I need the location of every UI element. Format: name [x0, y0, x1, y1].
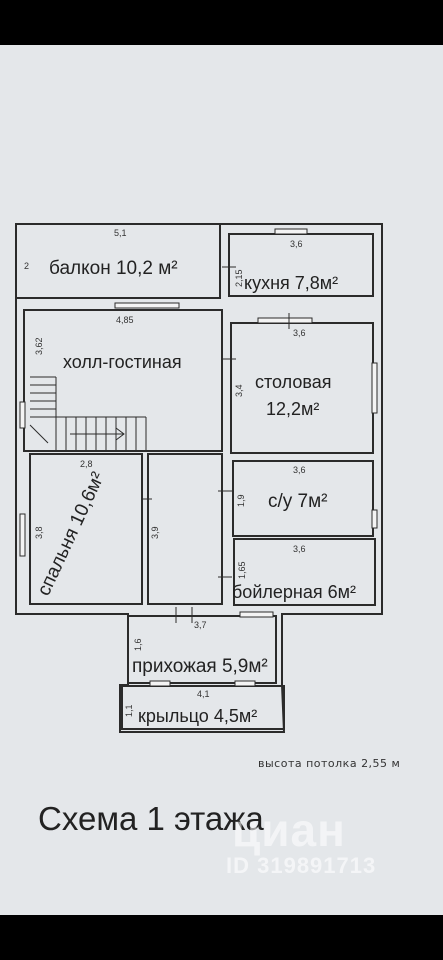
bedroom-room: [29, 453, 143, 605]
floor-plan-drawing: балкон 10,2 м² кухня 7,8м² холл-гостиная…: [15, 223, 383, 733]
dim-entry-width: 3,7: [194, 620, 207, 630]
dim-dining-depth: 3,4: [234, 384, 244, 397]
window-porch-left: [149, 680, 171, 687]
dim-boiler-depth: 1,65: [237, 561, 247, 579]
dim-boiler-width: 3,6: [293, 544, 306, 554]
watermark-listing-id: ID 319891713: [226, 853, 377, 878]
dim-porch-width: 4,1: [197, 689, 210, 699]
dim-bedroom-width: 2,8: [80, 459, 93, 469]
room-label-bedroom: спальня 10,6м²: [33, 469, 109, 599]
staircase: [29, 376, 147, 452]
dim-kitchen-depth: 2,15: [234, 269, 244, 287]
scheme-title: Схема 1 этажа: [38, 800, 264, 837]
window-kitchen-hall: [257, 317, 313, 324]
dim-bath-depth: 1,9: [236, 494, 246, 507]
entry-room: [127, 615, 277, 684]
room-label-dining: столовая: [255, 372, 332, 392]
room-label-entry: прихожая 5,9м²: [132, 656, 268, 677]
room-label-boiler: бойлерная 6м²: [232, 582, 356, 602]
dim-kitchen-width: 3,6: [290, 239, 303, 249]
window-bedroom-left: [19, 513, 26, 557]
room-label-dining-area: 12,2м²: [266, 399, 319, 419]
dim-dining-top: 3,6: [293, 328, 306, 338]
corridor: [147, 453, 223, 605]
outer-wall: [15, 223, 383, 733]
dim-balcony-depth: 2: [24, 261, 29, 271]
dim-bath-width: 3,6: [293, 465, 306, 475]
dim-balcony-width: 5,1: [114, 228, 127, 238]
balcony-room: [15, 223, 221, 299]
boiler-room: [233, 538, 376, 606]
ceiling-height-note: высота потолка 2,55 м: [258, 757, 401, 770]
porch-area: [121, 685, 285, 730]
room-label-porch: крыльцо 4,5м²: [138, 706, 257, 726]
room-label-kitchen: кухня 7,8м²: [244, 273, 338, 293]
dim-entry-depth: 1,6: [133, 638, 143, 651]
window-kitchen: [274, 228, 308, 235]
room-label-balcony: балкон 10,2 м²: [49, 258, 178, 279]
floor-plan-sheet: балкон 10,2 м² кухня 7,8м² холл-гостиная…: [0, 45, 443, 915]
hall-room: [23, 309, 223, 452]
dim-stair-height: 3,62: [34, 337, 44, 355]
room-label-hall: холл-гостиная: [63, 352, 182, 372]
dim-porch-depth: 1,1: [124, 704, 134, 717]
window-porch-right: [234, 680, 256, 687]
watermark-logo: циан: [232, 804, 346, 856]
window-dining-right: [371, 362, 378, 414]
dim-bedroom-right: 3,9: [150, 526, 160, 539]
window-hall-left: [19, 401, 26, 429]
dim-hall-width: 4,85: [116, 315, 134, 325]
dim-bedroom-left: 3,8: [34, 526, 44, 539]
window-bath-right: [371, 509, 378, 529]
bathroom-room: [232, 460, 374, 537]
window-boiler: [239, 611, 274, 618]
window-balcony-door: [114, 302, 180, 309]
room-label-bathroom: с/у 7м²: [268, 491, 328, 512]
